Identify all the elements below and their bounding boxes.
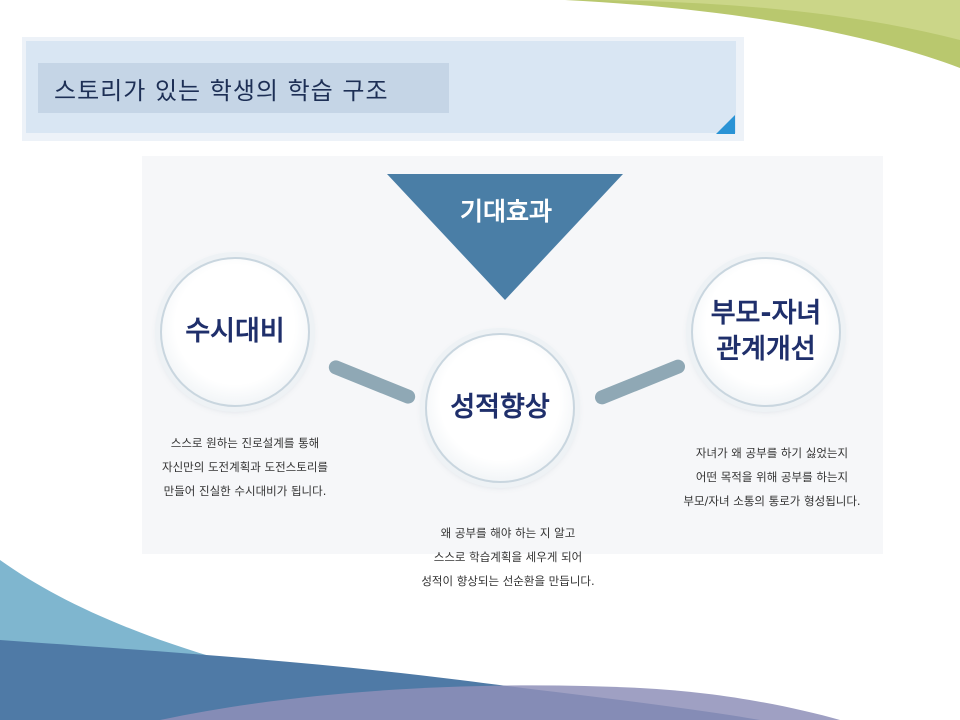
expected-effects-triangle	[387, 174, 623, 300]
node-left-description: 스스로 원하는 진로설계를 통해 자신만의 도전계획과 도전스토리를 만들어 진…	[135, 431, 355, 503]
node-right-circle: 부모-자녀 관계개선	[691, 257, 841, 407]
description-line: 부모/자녀 소통의 통로가 형성됩니다.	[683, 494, 861, 508]
node-right-label-line2: 관계개선	[716, 334, 816, 365]
description-line: 만들어 진실한 수시대비가 됩니다.	[163, 484, 327, 498]
node-center-label: 성적향상	[450, 392, 550, 423]
node-right-label-line1: 부모-자녀	[710, 298, 822, 329]
title-box	[38, 63, 449, 113]
node-left-label: 수시대비	[185, 316, 285, 347]
node-center-circle: 성적향상	[425, 333, 575, 483]
description-line: 자녀가 왜 공부를 하기 싫었는지	[695, 446, 849, 460]
description-line: 어떤 목적을 위해 공부를 하는지	[695, 470, 849, 484]
node-right-description: 자녀가 왜 공부를 하기 싫었는지 어떤 목적을 위해 공부를 하는지 부모/자…	[658, 441, 886, 513]
description-line: 왜 공부를 해야 하는 지 알고	[440, 526, 576, 540]
description-line: 스스로 학습계획을 세우게 되어	[433, 550, 583, 564]
node-left-circle: 수시대비	[160, 257, 310, 407]
bottom-swoosh-purple	[160, 685, 840, 720]
node-center-description: 왜 공부를 해야 하는 지 알고 스스로 학습계획을 세우게 되어 성적이 향상…	[396, 521, 620, 593]
top-right-swoosh-light	[600, 0, 960, 40]
description-line: 성적이 향상되는 선순환을 만듭니다.	[421, 574, 595, 588]
slide-title: 스토리가 있는 학생의 학습 구조	[54, 77, 389, 105]
description-line: 자신만의 도전계획과 도전스토리를	[161, 460, 328, 474]
node-right-label: 부모-자녀 관계개선	[711, 296, 822, 368]
corner-triangle-mark	[716, 115, 735, 134]
triangle-label: 기대효과	[459, 197, 552, 226]
description-line: 스스로 원하는 진로설계를 통해	[170, 436, 320, 450]
